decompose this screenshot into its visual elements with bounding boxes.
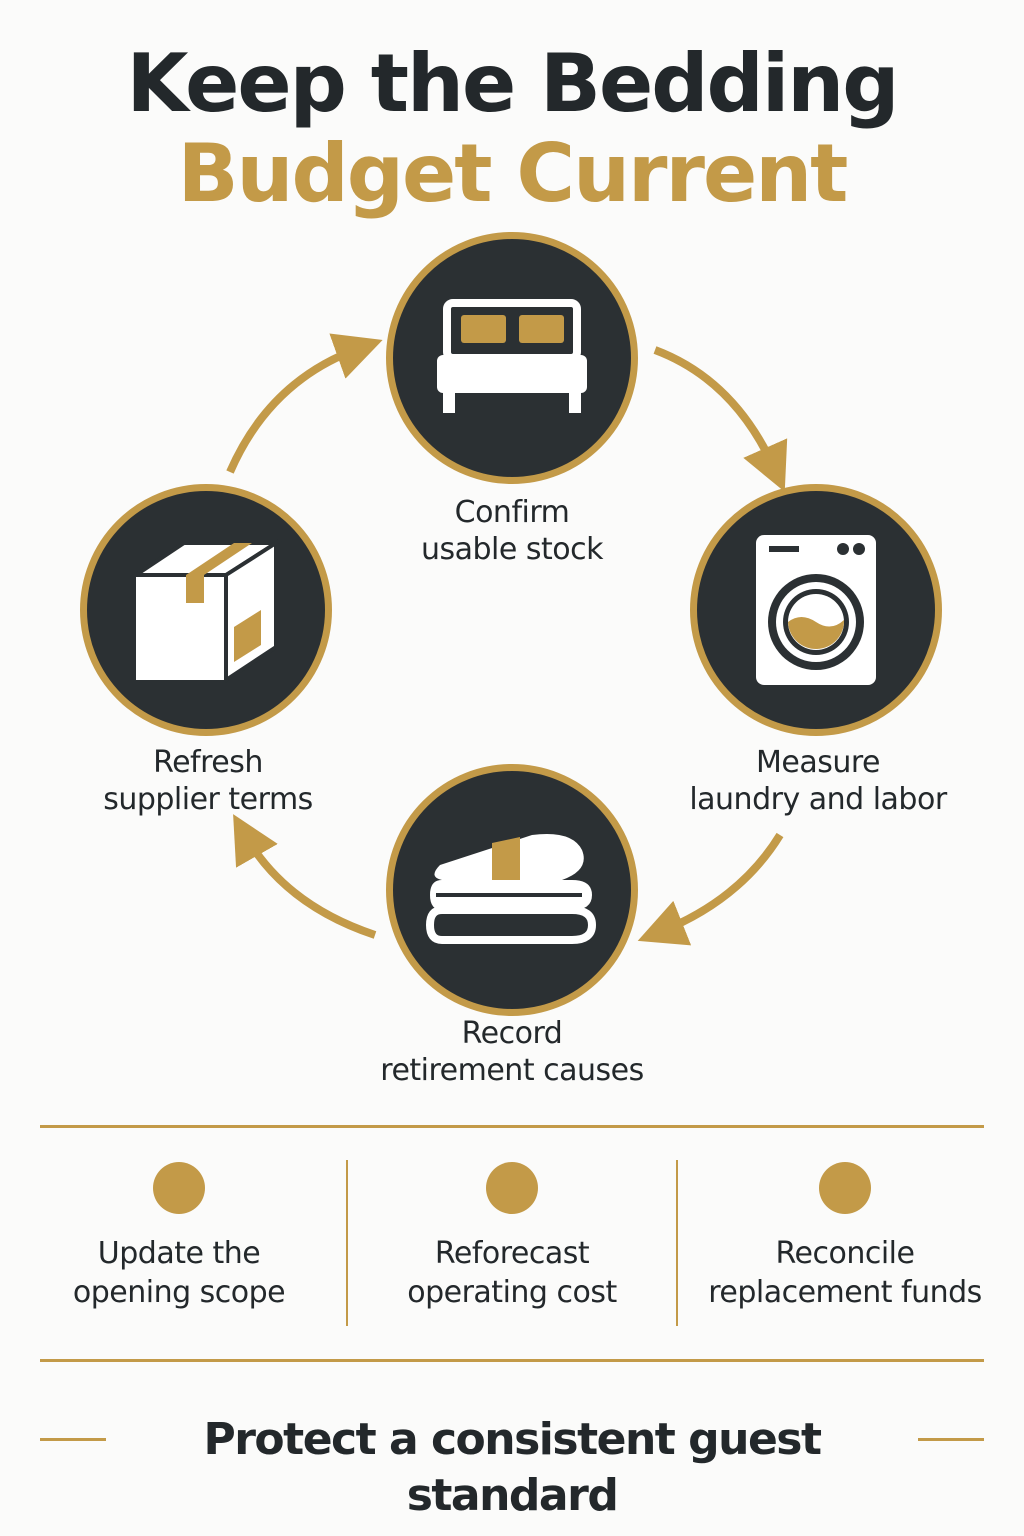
- title-line-2: Budget Current: [177, 127, 849, 220]
- outcome-label-line2: replacement funds: [708, 1275, 982, 1310]
- step-label-line1: Refresh: [153, 745, 263, 780]
- arrow-stock-to-laundry: [653, 346, 788, 492]
- outcome-bullet-2: [486, 1162, 538, 1214]
- outcome-bullet-3: [819, 1162, 871, 1214]
- outcome-label-line2: opening scope: [72, 1275, 286, 1310]
- step-label-line1: Record: [461, 1016, 563, 1051]
- outcome-divider-2: [676, 1160, 678, 1326]
- washing-machine-icon: [756, 535, 876, 685]
- step-label-line1: Measure: [756, 745, 881, 780]
- step-confirm-stock-circle: [386, 232, 638, 484]
- outcome-bullet-1: [153, 1162, 205, 1214]
- arrow-retirement-to-supplier: [233, 814, 377, 939]
- step-measure-laundry-label: Measure laundry and labor: [628, 744, 1008, 818]
- outcomes-bottom-rule: [40, 1359, 984, 1362]
- step-refresh-supplier-label: Refresh supplier terms: [18, 744, 398, 818]
- outcomes-top-rule: [40, 1125, 984, 1128]
- step-label-line2: laundry and labor: [689, 782, 947, 817]
- step-label-line2: supplier terms: [103, 782, 313, 817]
- outcome-label-line2: operating cost: [407, 1275, 617, 1310]
- step-refresh-supplier-circle: [80, 484, 332, 736]
- step-label-line2: retirement causes: [380, 1053, 644, 1088]
- arrow-supplier-to-stock: [226, 333, 383, 474]
- outcome-divider-1: [346, 1160, 348, 1326]
- step-confirm-stock-label: Confirm usable stock: [322, 494, 702, 568]
- bed-icon: [437, 299, 587, 413]
- outcome-label-line1: Reforecast: [434, 1236, 590, 1271]
- outcome-reforecast-cost: Reforecast operating cost: [347, 1234, 677, 1312]
- cycle-arrows: [226, 333, 788, 946]
- outcome-label-line1: Reconcile: [775, 1236, 915, 1271]
- step-record-retirement-label: Record retirement causes: [322, 1015, 702, 1089]
- folded-towels-icon: [425, 834, 597, 944]
- outcome-reconcile-funds: Reconcile replacement funds: [680, 1234, 1010, 1312]
- title-line-1: Keep the Bedding: [126, 37, 900, 130]
- step-record-retirement-circle: [386, 764, 638, 1016]
- outcome-update-scope: Update the opening scope: [14, 1234, 344, 1312]
- outcome-label-line1: Update the: [97, 1236, 261, 1271]
- step-label-line2: usable stock: [420, 532, 604, 567]
- box-icon: [129, 539, 283, 684]
- step-measure-laundry-circle: [690, 484, 942, 736]
- footer-rule-right: [918, 1438, 984, 1441]
- arrow-laundry-to-retirement: [637, 832, 784, 946]
- step-label-line1: Confirm: [454, 495, 570, 530]
- footer-tagline: Protect a consistent guest standard: [203, 1414, 822, 1521]
- footer-rule-left: [40, 1438, 106, 1441]
